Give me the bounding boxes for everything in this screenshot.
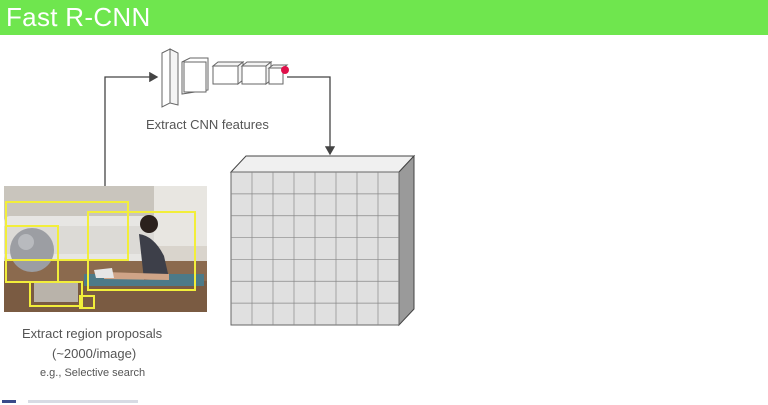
slide-title: Fast R-CNN [6, 2, 151, 32]
cnn-features-label: Extract CNN features [146, 117, 269, 132]
arrow-image-to-cnn [104, 71, 159, 186]
cnn-network-icon [161, 48, 289, 108]
feature-map-top-face [229, 155, 416, 173]
proposals-example-text: e.g., Selective search [40, 367, 146, 379]
proposals-count-label: (~2000/image) [52, 346, 137, 361]
feature-map-grid [231, 172, 399, 325]
footer-logo-fragment [2, 400, 138, 403]
region-proposals-overlay [5, 201, 196, 309]
cnn-output-marker [281, 66, 289, 74]
proposal-box [87, 211, 196, 291]
proposal-box [5, 225, 59, 283]
input-image [4, 186, 207, 312]
input-image-drawing [4, 186, 207, 312]
feature-map-side-face [398, 154, 415, 327]
arrow-cnn-to-featuremap [287, 76, 336, 156]
proposal-box [5, 201, 129, 261]
proposals-label: Extract region proposals [22, 326, 163, 341]
proposal-box [79, 295, 95, 309]
title-bar: Fast R-CNN [0, 0, 768, 35]
proposals-example-label: e.g., Selective search [40, 367, 145, 379]
proposal-box [29, 281, 83, 307]
feature-map [229, 154, 416, 327]
